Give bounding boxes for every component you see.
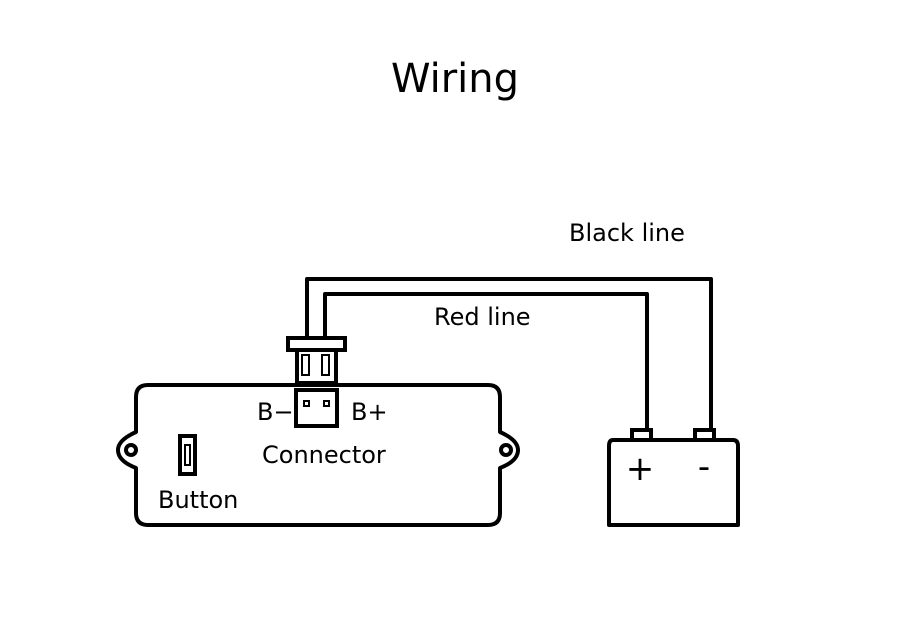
device-button[interactable]: [178, 434, 197, 476]
black-line-label: Black line: [569, 219, 685, 247]
cable-plug: [286, 336, 347, 385]
battery-body: [607, 438, 740, 527]
b-plus-label: B+: [351, 398, 388, 426]
black-line-wire: [305, 277, 713, 432]
battery-negative-sign: -: [698, 447, 710, 487]
button-label: Button: [158, 486, 238, 514]
connector-label: Connector: [262, 441, 386, 469]
red-line-label: Red line: [434, 303, 531, 331]
b-minus-label: B−: [257, 398, 294, 426]
battery: [607, 428, 740, 527]
diagram-title: Wiring: [391, 56, 519, 102]
device-socket: [294, 388, 339, 428]
left-mount-hole: [124, 443, 138, 457]
battery-positive-sign: +: [626, 449, 655, 489]
device-body: [116, 383, 520, 527]
red-line-wire: [323, 292, 649, 432]
right-mount-hole: [499, 443, 513, 457]
